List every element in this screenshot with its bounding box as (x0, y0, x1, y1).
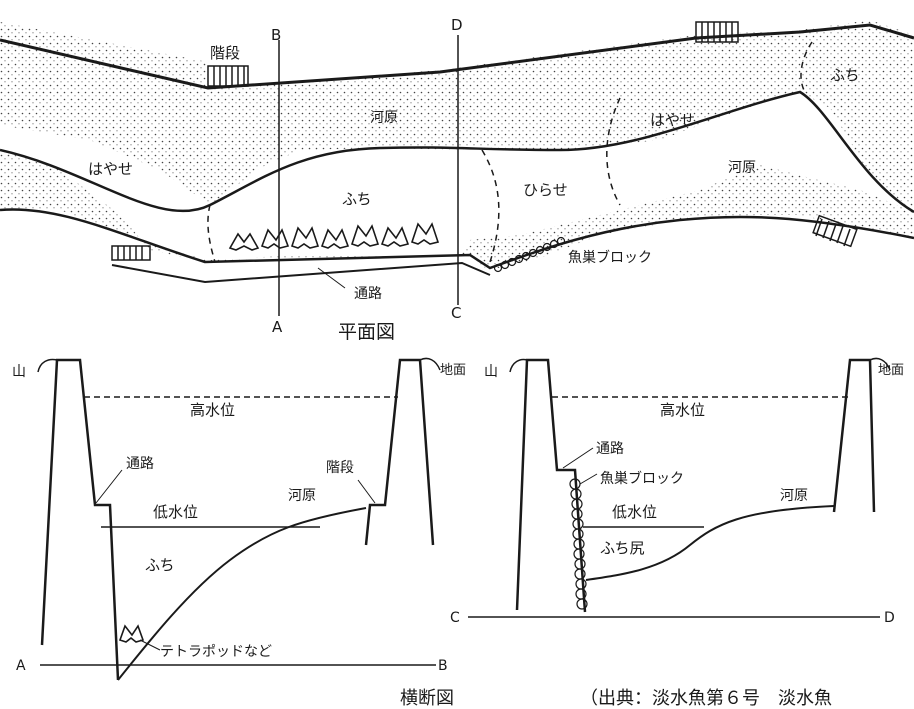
path-label: 通路 (596, 441, 624, 457)
tetrapod-row-icon (228, 222, 440, 251)
stairs-icon (695, 21, 739, 43)
end-d-label: D (884, 610, 895, 626)
rapids-left-label: はやせ (88, 160, 133, 178)
mountain-curve (37, 358, 58, 373)
pool-center-label: ふち (342, 190, 372, 208)
path-leader-line (317, 267, 346, 289)
right-wall (832, 358, 876, 513)
riverbank-label: 河原 (288, 488, 316, 504)
cross-section-ab: 山 地面 高水位 通路 階段 河原 低水位 ふち テトラポッドなど A B (12, 357, 466, 681)
path-label: 通路 (126, 456, 154, 472)
path-leader-line (562, 447, 594, 469)
left-wall (40, 358, 120, 681)
rapids-boundary (606, 97, 621, 206)
fish-block-leader-line (579, 473, 598, 485)
tetrapod-label: テトラポッドなど (160, 644, 272, 660)
riverbank-right-label: 河原 (728, 160, 756, 176)
plan-title: 平面図 (338, 321, 395, 343)
mountain-label: 山 (484, 364, 498, 380)
cross-section-cd: 山 地面 高水位 通路 魚巣ブロック 河原 低水位 ふち尻 C D (450, 357, 904, 626)
section-d-label: D (451, 16, 463, 34)
fish-block-label: 魚巣ブロック (600, 470, 684, 487)
ground-label: 地面 (878, 363, 904, 378)
section-a-label: A (272, 318, 283, 336)
shallows-label: ひらせ (523, 181, 568, 199)
path-leader-line (95, 469, 123, 504)
fish-block-icon (493, 236, 566, 273)
rapids-right-label: はやせ (650, 111, 695, 129)
ground-curve (869, 357, 891, 371)
high-water-label: 高水位 (190, 401, 235, 419)
low-water-label: 低水位 (153, 503, 198, 521)
right-wall (364, 358, 435, 546)
plan-view: 階段 B D A C 河原 河原 はやせ はやせ ふち ふち ひらせ 魚巣ブロッ… (0, 16, 914, 343)
end-a-label: A (16, 658, 26, 674)
path-wall-line (111, 261, 491, 284)
upper-riverbank-area (0, 20, 914, 212)
end-b-label: B (438, 658, 448, 674)
path-label: 通路 (354, 286, 382, 302)
pool-label: ふち (145, 556, 175, 574)
ground-curve (419, 357, 441, 371)
lower-bank-line (0, 208, 914, 270)
pool-boundary-right (481, 149, 500, 263)
pool-tail-label: ふち尻 (600, 539, 645, 557)
high-water-label: 高水位 (660, 401, 705, 419)
stairs-leader-line (357, 479, 376, 504)
stairs-label: 階段 (326, 460, 354, 476)
section-c-label: C (451, 304, 461, 322)
riverbed-profile (585, 505, 835, 581)
cross-section-title: 横断図 (400, 688, 454, 709)
pool-right-label: ふち (830, 66, 860, 84)
tetrapod-icon (118, 624, 145, 643)
stairs-icon (207, 65, 249, 87)
lower-riverbank-area (0, 150, 914, 270)
ground-label: 地面 (440, 363, 466, 378)
mountain-label: 山 (12, 364, 26, 380)
left-wall (515, 358, 587, 613)
pool-right-boundary (800, 41, 813, 93)
riverbank-label: 河原 (780, 488, 808, 504)
end-c-label: C (450, 610, 460, 626)
stairs-icon (111, 245, 151, 261)
stairs-label: 階段 (210, 44, 240, 62)
section-b-label: B (271, 26, 281, 44)
mountain-curve (509, 358, 528, 373)
tetrapod-leader-line (139, 639, 161, 651)
low-water-label: 低水位 (612, 503, 657, 521)
near-bank-line (0, 90, 914, 214)
riverbed-profile (117, 507, 367, 681)
pool-boundary-left (207, 204, 216, 263)
fish-block-icon (569, 478, 588, 610)
source-note: （出典：淡水魚第６号 淡水魚 (580, 688, 832, 709)
fish-block-label: 魚巣ブロック (568, 249, 652, 266)
stairs-icon (812, 214, 858, 248)
riverbank-upper-label: 河原 (370, 110, 398, 126)
